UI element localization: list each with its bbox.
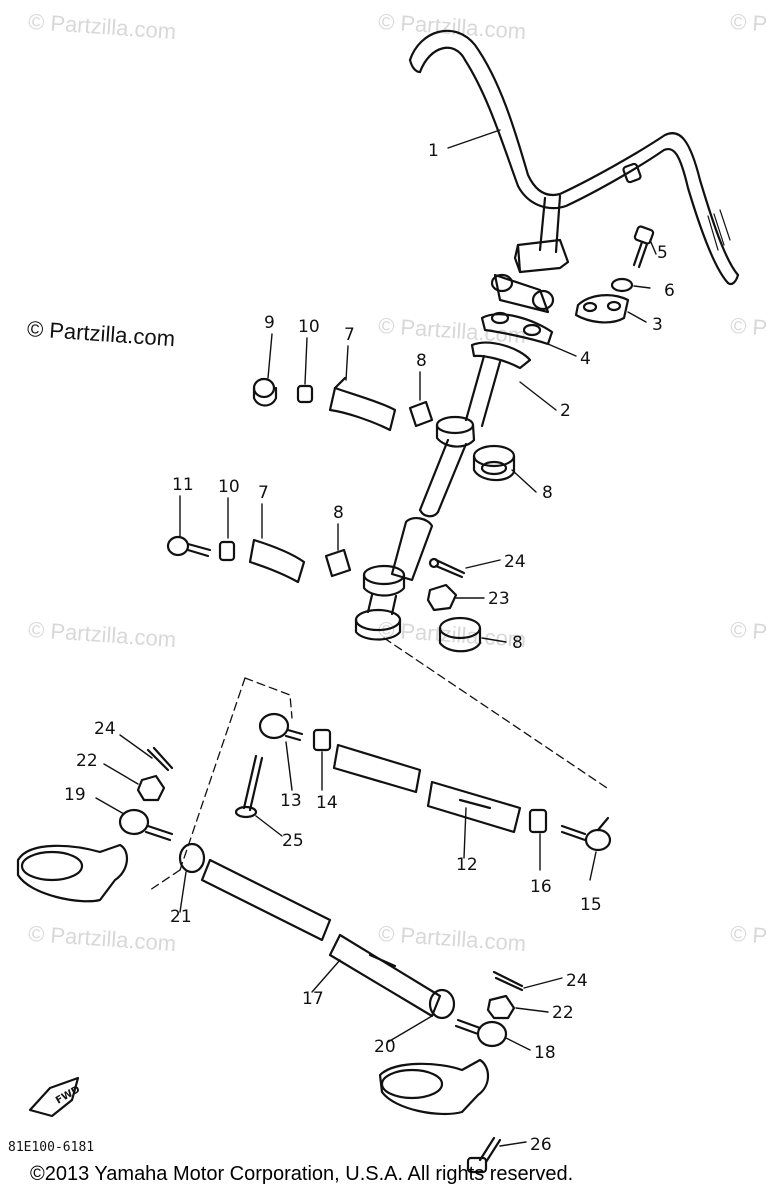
callout-10: 10 bbox=[218, 477, 240, 497]
callout-22: 22 bbox=[76, 751, 98, 771]
tie-rod-part-12 bbox=[426, 780, 522, 834]
callout-1: 1 bbox=[428, 141, 439, 161]
callout-8: 8 bbox=[542, 483, 553, 503]
handlebar-clamp bbox=[490, 238, 570, 314]
clip-part-8 bbox=[408, 400, 434, 428]
nut-part-23 bbox=[426, 583, 458, 612]
callout-8: 8 bbox=[333, 503, 344, 523]
callout-19: 19 bbox=[64, 785, 86, 805]
callout-23: 23 bbox=[488, 589, 510, 609]
clamp-part-7 bbox=[248, 538, 306, 584]
washer-part-6 bbox=[610, 277, 634, 293]
tie-rod-end-part-18 bbox=[454, 1018, 508, 1048]
nut-part-16 bbox=[528, 808, 548, 834]
callout-4: 4 bbox=[580, 349, 591, 369]
steering-column-part-2 bbox=[418, 341, 532, 518]
clip-part-10 bbox=[218, 540, 236, 562]
callout-11: 11 bbox=[172, 475, 194, 495]
shaft-upper bbox=[200, 858, 332, 942]
bolt-part-25 bbox=[234, 754, 264, 819]
callout-7: 7 bbox=[344, 325, 355, 345]
diagram-code: 81E100-6181 bbox=[8, 1140, 95, 1155]
callout-17: 17 bbox=[302, 989, 324, 1009]
nut-part-14 bbox=[312, 728, 332, 752]
callout-5: 5 bbox=[657, 243, 668, 263]
fwd-arrow-icon bbox=[28, 1076, 80, 1118]
callout-24: 24 bbox=[94, 719, 116, 739]
knuckle-left bbox=[16, 843, 128, 903]
callout-18: 18 bbox=[534, 1043, 556, 1063]
clamp-part-7 bbox=[328, 376, 397, 432]
tie-rod-end-part-19 bbox=[118, 808, 174, 842]
callout-21: 21 bbox=[170, 907, 192, 927]
callout-16: 16 bbox=[530, 877, 552, 897]
cotter-pin-part-24 bbox=[146, 746, 174, 772]
clamp-part-3 bbox=[574, 294, 630, 324]
callout-12: 12 bbox=[456, 855, 478, 875]
handlebar-part-1 bbox=[408, 29, 740, 286]
knuckle-right bbox=[378, 1058, 490, 1116]
shaft-part-17 bbox=[328, 933, 442, 1018]
nut-part-22 bbox=[486, 994, 516, 1020]
callout-9: 9 bbox=[264, 313, 275, 333]
cotter-pin-part-24 bbox=[492, 970, 524, 992]
callout-8: 8 bbox=[416, 351, 427, 371]
collar-part-21 bbox=[178, 842, 206, 874]
tie-rod-end-part-13 bbox=[258, 712, 304, 742]
bolt-part-5 bbox=[632, 225, 655, 269]
callout-22: 22 bbox=[552, 1003, 574, 1023]
collar-part-9 bbox=[252, 377, 278, 407]
bolt-part-26 bbox=[466, 1136, 502, 1174]
callout-25: 25 bbox=[282, 831, 304, 851]
clip-part-10 bbox=[296, 384, 314, 404]
callout-20: 20 bbox=[374, 1037, 396, 1057]
bushing-part-8 bbox=[438, 616, 482, 653]
tie-rod-sleeve bbox=[332, 743, 422, 794]
callout-14: 14 bbox=[316, 793, 338, 813]
bushing-part-8 bbox=[472, 444, 516, 482]
tie-rod-end-part-15 bbox=[560, 816, 612, 852]
callout-6: 6 bbox=[664, 281, 675, 301]
bracket-part-4 bbox=[480, 311, 554, 346]
callout-15: 15 bbox=[580, 895, 602, 915]
bolt-part-11 bbox=[166, 535, 212, 558]
callout-7: 7 bbox=[258, 483, 269, 503]
callout-26: 26 bbox=[530, 1135, 552, 1155]
callout-10: 10 bbox=[298, 317, 320, 337]
collar-part-20 bbox=[428, 988, 456, 1020]
callout-24: 24 bbox=[566, 971, 588, 991]
nut-part-22 bbox=[136, 774, 166, 802]
copyright-notice: ©2013 Yamaha Motor Corporation, U.S.A. A… bbox=[30, 1163, 574, 1185]
callout-3: 3 bbox=[652, 315, 663, 335]
callout-13: 13 bbox=[280, 791, 302, 811]
callout-24: 24 bbox=[504, 552, 526, 572]
cotter-pin-part-24 bbox=[428, 557, 466, 579]
callout-8: 8 bbox=[512, 633, 523, 653]
clip-part-8 bbox=[324, 548, 352, 578]
steering-column-lower bbox=[354, 516, 434, 641]
callout-2: 2 bbox=[560, 401, 571, 421]
